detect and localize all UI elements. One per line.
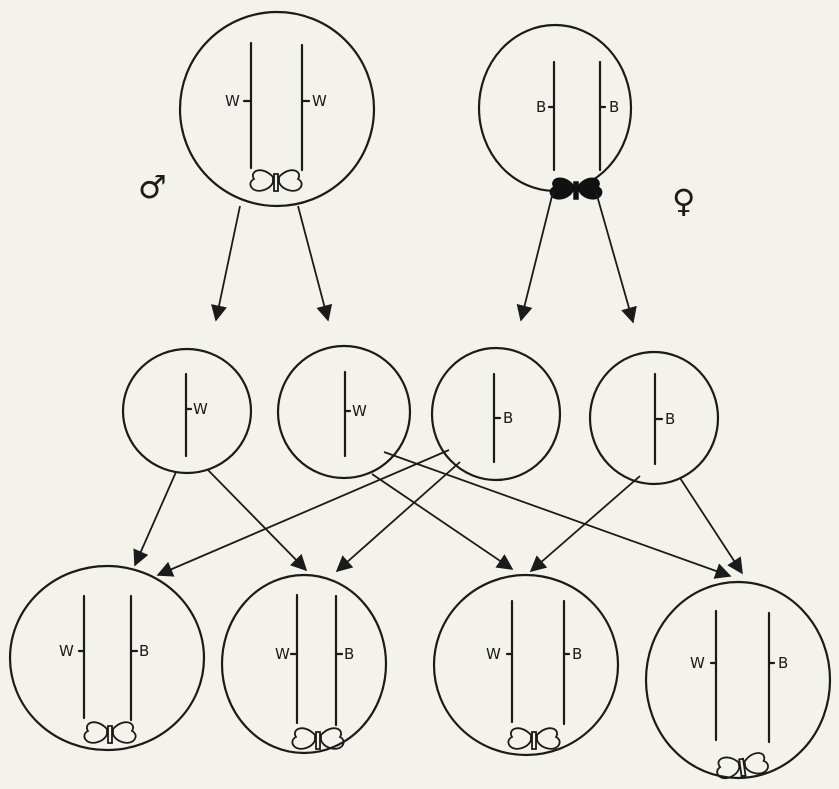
allele-label: B (609, 98, 619, 116)
arrow (529, 475, 641, 573)
allele-label: B (344, 645, 354, 663)
gamete-1: W (121, 347, 253, 475)
allele-label: B (572, 645, 582, 663)
white-moth-icon (83, 721, 137, 744)
allele-label: B (778, 654, 788, 672)
female-symbol: ♀ (672, 182, 695, 220)
offspring-3: W B (432, 573, 620, 757)
gamete-2: W (276, 344, 412, 480)
parent-female: B B ♀ (477, 23, 695, 220)
allele-label: B (536, 98, 546, 116)
white-moth-icon (507, 727, 561, 750)
allele-label: W (352, 402, 367, 420)
arrow (297, 205, 333, 322)
allele-label: W (193, 400, 208, 418)
arrow (335, 461, 461, 573)
parent-male-cell (178, 10, 376, 208)
arrow (679, 477, 743, 575)
offspring-1: W B (8, 564, 206, 752)
offspring-2: W B (220, 573, 388, 755)
allele-label: W (486, 645, 501, 663)
allele-label: B (139, 642, 149, 660)
arrow (156, 449, 450, 577)
gamete-4: B (588, 350, 720, 486)
arrow (383, 451, 732, 579)
gamete-3: B (430, 346, 562, 482)
arrow (516, 191, 554, 322)
arrow (133, 471, 177, 567)
black-moth-icon (549, 177, 603, 200)
parent-male: W W ♂ (138, 10, 376, 208)
arrow (211, 205, 241, 322)
arrow (371, 473, 514, 570)
allele-label: B (665, 410, 675, 428)
white-moth-icon (249, 169, 303, 192)
male-symbol: ♂ (138, 168, 167, 206)
arrow (207, 469, 308, 572)
allele-label: B (503, 409, 513, 427)
allele-label: W (312, 92, 327, 110)
allele-label: W (225, 92, 240, 110)
allele-label: W (690, 654, 705, 672)
allele-label: W (59, 642, 74, 660)
offspring-4: W B (644, 580, 832, 781)
allele-label: W (275, 645, 290, 663)
arrow (595, 191, 637, 324)
